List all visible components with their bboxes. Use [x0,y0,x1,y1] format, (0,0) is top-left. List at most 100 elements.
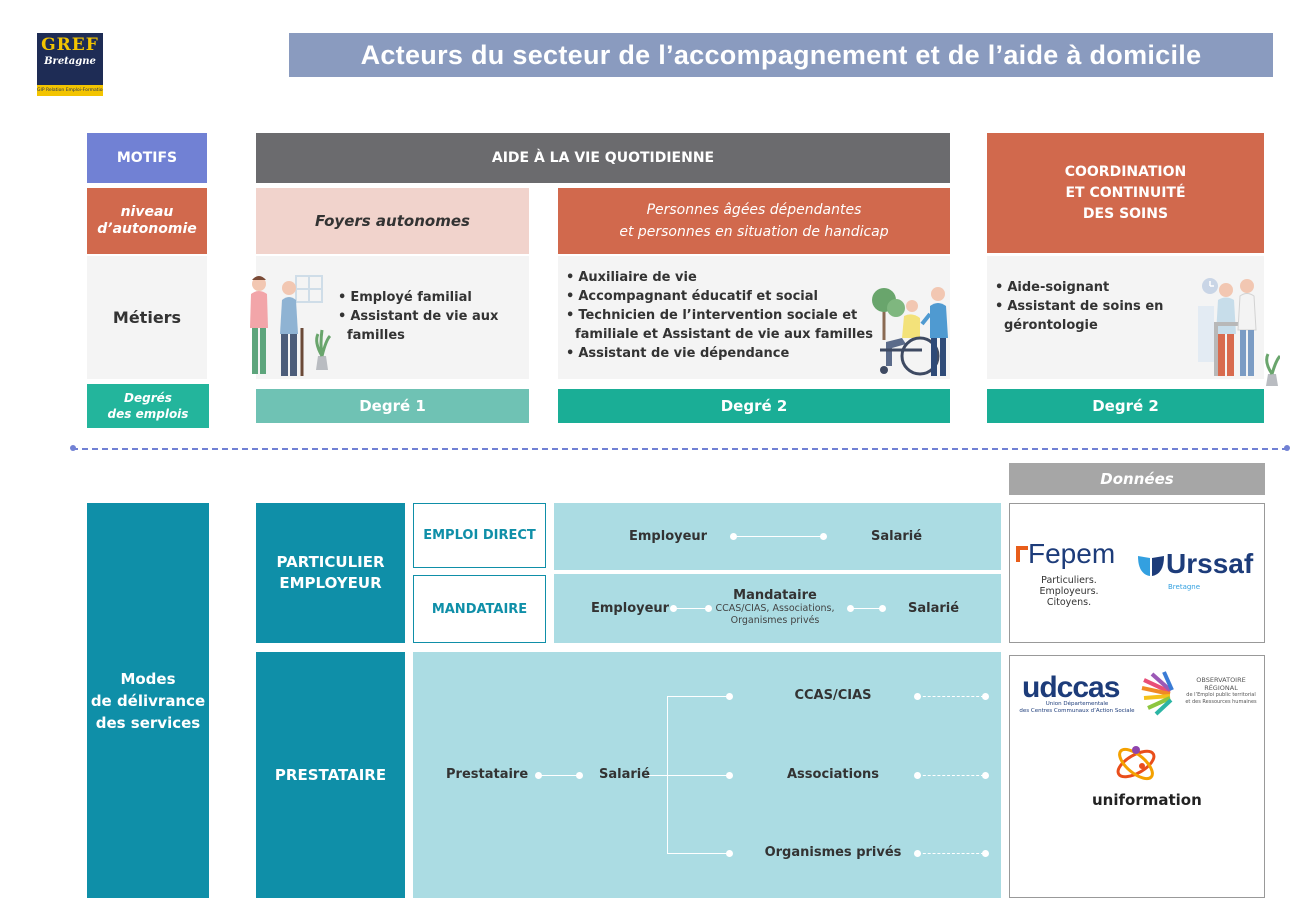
modes-line-3: des services [96,712,200,734]
gref-logo-name: GREF [37,35,103,55]
caregiver-illustration [1196,270,1280,390]
row2-connector-left [673,608,709,609]
mandataire-box: MANDATAIRE [413,575,546,643]
udccas-tagline-2: des Centres Communaux d’Action Sociale [1019,708,1134,715]
urssaf-region: Bretagne [1168,583,1200,591]
branch-dot-3 [726,850,733,857]
branch-organismes: Organismes privés [740,845,926,860]
page-title: Acteurs du secteur de l’accompagnement e… [289,33,1273,77]
metiers-list-soins: Aide-soignant Assistant de soins en géro… [995,278,1185,335]
dashed-dot-1b [982,693,989,700]
branch-ccas: CCAS/CIAS [740,688,926,703]
donnees-label: Données [1009,463,1265,495]
dashed-link-2 [918,775,984,776]
niveau-line-1: niveau [121,204,174,221]
emploi-direct-box: EMPLOI DIRECT [413,503,546,568]
coordination-line-2: ET CONTINUITÉ [1065,183,1185,204]
observatoire-line-4: et des Ressources humaines [1185,699,1256,706]
degres-line-2: des emplois [108,406,189,422]
row1-dot-start [730,533,737,540]
motifs-label: MOTIFS [87,133,207,183]
row2-mandataire-sub-1: CCAS/CIAS, Associations, [715,603,834,615]
metier-item: Technicien de l’intervention sociale et … [566,306,876,344]
coordination-line-1: COORDINATION [1065,162,1187,183]
modes-line-2: de délivrance [91,690,205,712]
branch-dot-1 [726,693,733,700]
branch-line-1 [667,696,729,697]
particulier-employeur-label: PARTICULIER EMPLOYEUR [256,503,405,643]
metier-item: Aide-soignant [995,278,1185,297]
metiers-label: Métiers [87,256,207,379]
fepem-logo: Fepem [1028,540,1115,568]
observatoire-line-3: de l’Emploi public territorial [1186,692,1255,699]
branch-line-2 [667,775,729,776]
degre-2-badge-soins: Degré 2 [987,389,1264,423]
personnes-dependantes-header: Personnes âgées dépendantes et personnes… [558,188,950,254]
metier-item: Assistant de soins en gérontologie [995,297,1185,335]
prestataire-label: PRESTATAIRE [256,652,405,898]
row1-dot-end [820,533,827,540]
udccas-tagline: Union Départementale des Centres Communa… [1014,701,1140,715]
row2-employeur: Employeur [591,601,669,616]
particulier-line-1: PARTICULIER [276,552,384,573]
row2-salarie: Salarié [908,601,959,616]
uniformation-logo: uniformation [1092,791,1202,809]
dashed-dot-2b [982,772,989,779]
particulier-line-2: EMPLOYEUR [279,573,381,594]
degre-1-badge: Degré 1 [256,389,529,423]
observatoire-line-2: RÉGIONAL [1204,684,1238,692]
dashed-dot-1a [914,693,921,700]
row1-employeur: Employeur [629,529,707,544]
dashed-dot-2a [914,772,921,779]
degres-label: Degrés des emplois [87,384,209,428]
coordination-line-3: DES SOINS [1083,204,1168,225]
urssaf-logo-mark [1136,552,1166,580]
urssaf-logo: Urssaf [1166,548,1253,580]
presta-connector [538,775,580,776]
degres-line-1: Degrés [124,390,172,406]
degre-2-badge-dependants: Degré 2 [558,389,950,423]
presta-prestataire: Prestataire [446,767,528,782]
modes-line-1: Modes [120,668,175,690]
fepem-tagline: Particuliers. Employeurs. Citoyens. [1012,575,1126,608]
personnes-line-1: Personnes âgées dépendantes [647,199,862,221]
observatoire-text: OBSERVATOIRE RÉGIONAL de l’Emploi public… [1180,676,1262,706]
gref-logo-tagline: GIP Relation Emploi-Formation [37,86,103,95]
metier-item: Assistant de vie dépendance [566,344,876,363]
personnes-line-2: et personnes en situation de handicap [619,221,888,243]
gref-logo-region: Bretagne [37,56,103,67]
fepem-tagline-1: Particuliers. Employeurs. [1012,575,1126,597]
row2-connector-right [850,608,882,609]
row2-dot-1 [670,605,677,612]
dashed-dot-3b [982,850,989,857]
row2-mandataire-block: Mandataire CCAS/CIAS, Associations, Orga… [705,588,845,627]
divider-dot-left [70,445,76,451]
metier-item: Auxiliaire de vie [566,268,876,287]
divider-dot-right [1284,445,1290,451]
niveau-label: niveau d’autonomie [87,188,207,254]
row2-mandataire-sub-2: Organismes privés [731,615,820,627]
aide-vie-quotidienne-header: AIDE À LA VIE QUOTIDIENNE [256,133,950,183]
row2-dot-3 [847,605,854,612]
presta-stem [648,775,668,776]
foyers-autonomes-header: Foyers autonomes [256,188,529,254]
udccas-tagline-1: Union Départementale [1046,701,1109,708]
presta-dot-1 [535,772,542,779]
metier-item: Employé familial [338,288,528,307]
dashed-link-1 [918,696,984,697]
presta-dot-2 [576,772,583,779]
row2-mandataire-title: Mandataire [733,588,817,603]
uniformation-logo-mark [1112,740,1160,788]
elderly-couple-illustration [244,270,332,380]
observatoire-line-1: OBSERVATOIRE [1196,676,1245,684]
metier-item: Assistant de vie aux familles [338,307,528,345]
branch-line-3 [667,853,729,854]
metier-item: Accompagnant éducatif et social [566,287,876,306]
coordination-header: COORDINATION ET CONTINUITÉ DES SOINS [987,133,1264,253]
fepem-logo-mark-stem [1016,546,1020,562]
row2-dot-4 [879,605,886,612]
udccas-logo: udccas [1022,672,1119,704]
branch-dot-2 [726,772,733,779]
niveau-line-2: d’autonomie [97,221,197,238]
row1-salarie: Salarié [871,529,922,544]
